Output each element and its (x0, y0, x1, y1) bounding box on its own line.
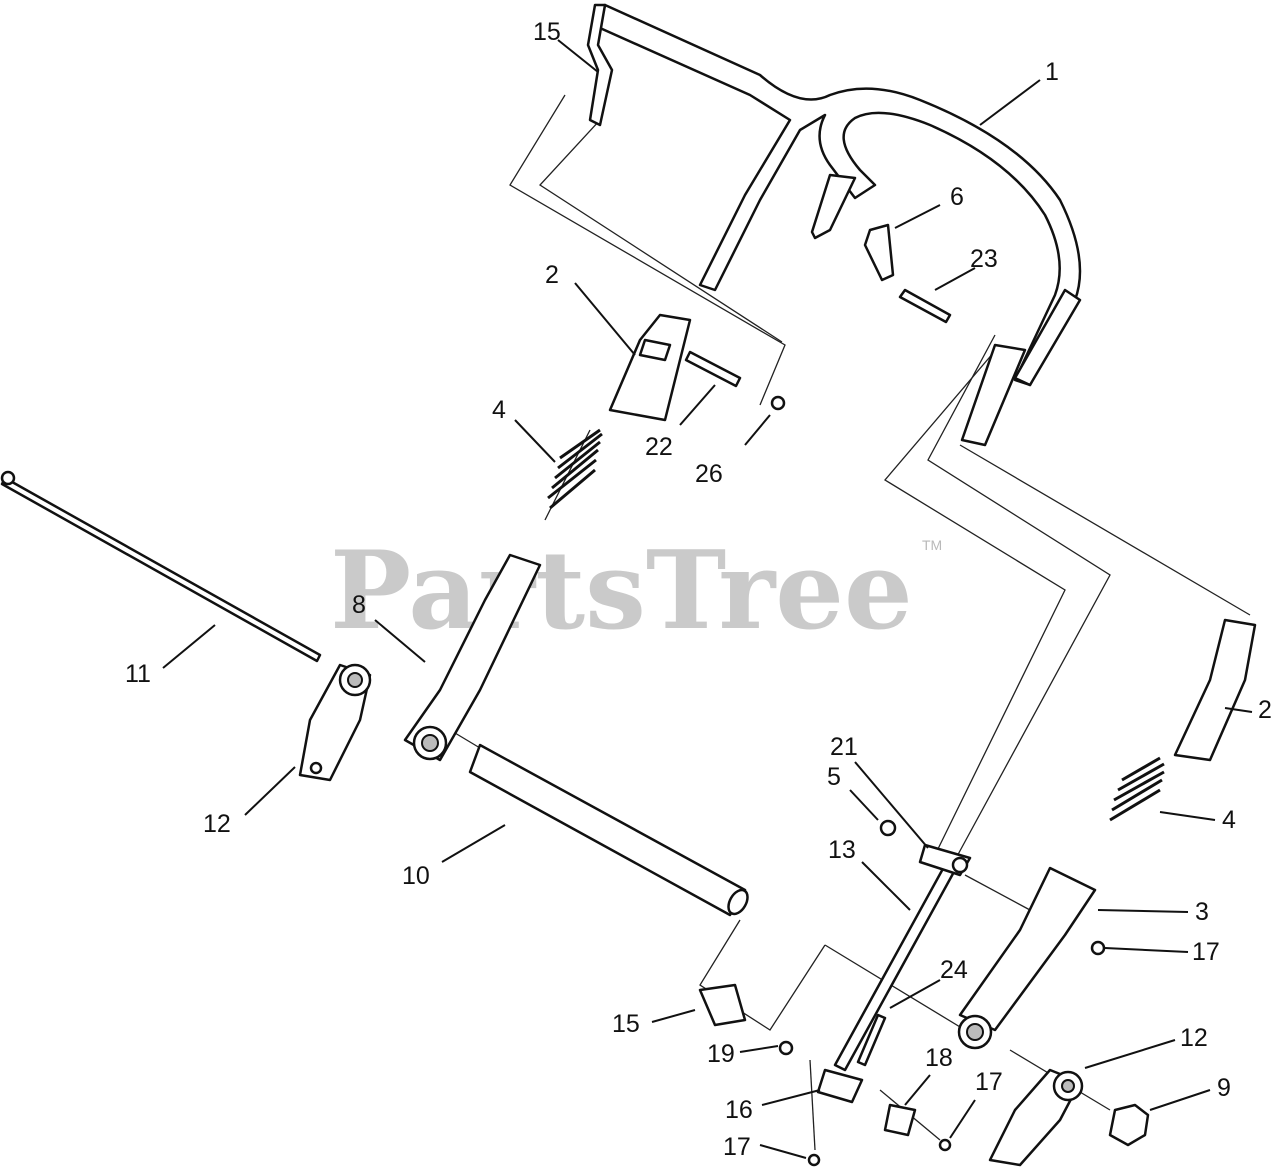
pin-part-24 (856, 1013, 887, 1067)
callout-24: 24 (940, 956, 968, 984)
assembly-guide-lines (449, 94, 1251, 1151)
callout-7: 15 (533, 18, 561, 46)
callout-11: 11 (125, 660, 151, 688)
knob-part-9 (1108, 1103, 1150, 1147)
small-hardware (778, 940, 1106, 1167)
callout-10: 10 (402, 862, 430, 890)
lever-part-7 (586, 3, 614, 127)
callout-21: 19 (707, 1040, 735, 1068)
clip-part-16 (816, 1068, 864, 1104)
handle-part-1 (598, 3, 1082, 447)
tube-part-2-right (1173, 618, 1257, 762)
callout-8: 8 (352, 591, 366, 619)
callout-26: 26 (695, 460, 723, 488)
callout-12-right: 12 (1180, 1024, 1208, 1052)
callout-6: 6 (950, 183, 964, 211)
pin-part-23 (898, 288, 952, 324)
bolt-part-22 (684, 350, 742, 388)
callout-3: 3 (1195, 898, 1209, 926)
callout-16: 16 (725, 1096, 753, 1124)
watermark-brand: PartsTree (330, 528, 913, 654)
bracket-part-6 (810, 173, 895, 282)
callout-23: 23 (970, 245, 998, 273)
tube-part-10 (468, 743, 749, 917)
callout-13: 13 (828, 836, 856, 864)
link-part-19 (918, 843, 972, 877)
callout-18: 18 (925, 1044, 953, 1072)
callout-12-left: 12 (203, 810, 231, 838)
watermark-trademark: TM (922, 537, 942, 553)
arm-part-12-right (988, 1068, 1084, 1167)
arm-part-12-left (298, 663, 372, 782)
callout-15: 15 (612, 1010, 640, 1038)
callout-labels: 15 1 6 23 2 22 26 4 8 11 12 10 2 4 21 5 … (125, 18, 1272, 1161)
callout-17-bottom: 17 (723, 1133, 751, 1161)
fitting-part-15 (698, 983, 747, 1027)
nut-part-26 (770, 395, 786, 411)
spring-part-4-upper (547, 428, 603, 510)
callout-9: 9 (1217, 1074, 1231, 1102)
tube-part-3 (957, 866, 1097, 1050)
callout-19: 21 (830, 733, 858, 761)
callout-4-lower: 4 (1222, 806, 1236, 834)
rod-part-11 (0, 470, 322, 663)
callout-5: 5 (827, 763, 841, 791)
leader-lines (162, 39, 1253, 1159)
spring-part-4-lower (1109, 756, 1165, 822)
callout-17-middle: 17 (975, 1068, 1003, 1096)
callout-22: 22 (645, 433, 673, 461)
tube-part-8 (403, 553, 542, 762)
callout-4-upper: 4 (492, 396, 506, 424)
plate-part-18 (883, 1103, 917, 1137)
callout-2-right: 2 (1258, 696, 1272, 724)
bolt-part-5 (879, 819, 897, 837)
callout-1: 1 (1045, 58, 1059, 86)
tube-part-2-upper (608, 313, 692, 422)
callout-2-upper: 2 (545, 261, 559, 289)
callout-17-right: 17 (1192, 938, 1220, 966)
